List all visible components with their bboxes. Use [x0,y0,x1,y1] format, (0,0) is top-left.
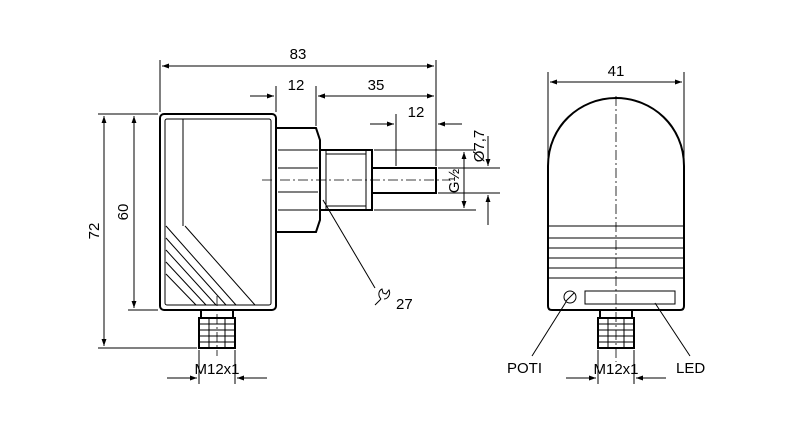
dim-thread-text: G½ [446,168,463,193]
front-connector [597,309,635,349]
dim-72-text: 72 [86,223,103,240]
hex-nut [275,127,321,233]
poti-label: POTI [507,360,542,377]
housing-inner-face [164,118,272,306]
front-view: 41 POTI LED M12x1 [507,63,705,384]
led-window [584,290,676,305]
dim-m12-side-text: M12x1 [194,361,239,378]
dim-diameter-text: Ø7,7 [471,130,488,163]
dim-41-text: 41 [608,63,625,80]
dim-overall-height: 72 [86,113,197,349]
process-thread [319,149,373,211]
housing-angled-bands [165,225,256,306]
dim-front-width: 41 [547,63,685,160]
dim-wrench-text: 27 [396,296,413,313]
sensor-housing [159,113,277,311]
dim-overall-length: 83 [159,46,437,166]
poti-leader [531,301,567,357]
dim-process-length: 35 [318,77,434,99]
dim-60-text: 60 [115,204,132,221]
dim-83-text: 83 [290,46,307,63]
dim-tip-diameter: Ø7,7 [438,130,500,225]
wrench-icon [374,288,391,306]
dim-m12-front-text: M12x1 [593,361,638,378]
poti-knob [563,290,577,304]
dim-hex-text: 12 [288,77,305,94]
dim-35-text: 35 [368,77,385,94]
side-view: 83 12 35 12 Ø7,7 [86,46,500,384]
front-bands [548,225,684,279]
probe-tip [371,167,437,194]
wrench-leader [322,199,376,289]
led-leader [654,302,691,357]
dim-side-connector: M12x1 [167,350,267,384]
led-label: LED [676,360,705,377]
dim-tip-text: 12 [408,104,425,121]
dim-tip-length: 12 [370,104,462,166]
dim-thread: G½ [374,149,476,211]
front-housing [547,96,685,311]
dim-housing-height: 60 [115,116,158,311]
dim-front-connector: M12x1 [566,350,666,384]
